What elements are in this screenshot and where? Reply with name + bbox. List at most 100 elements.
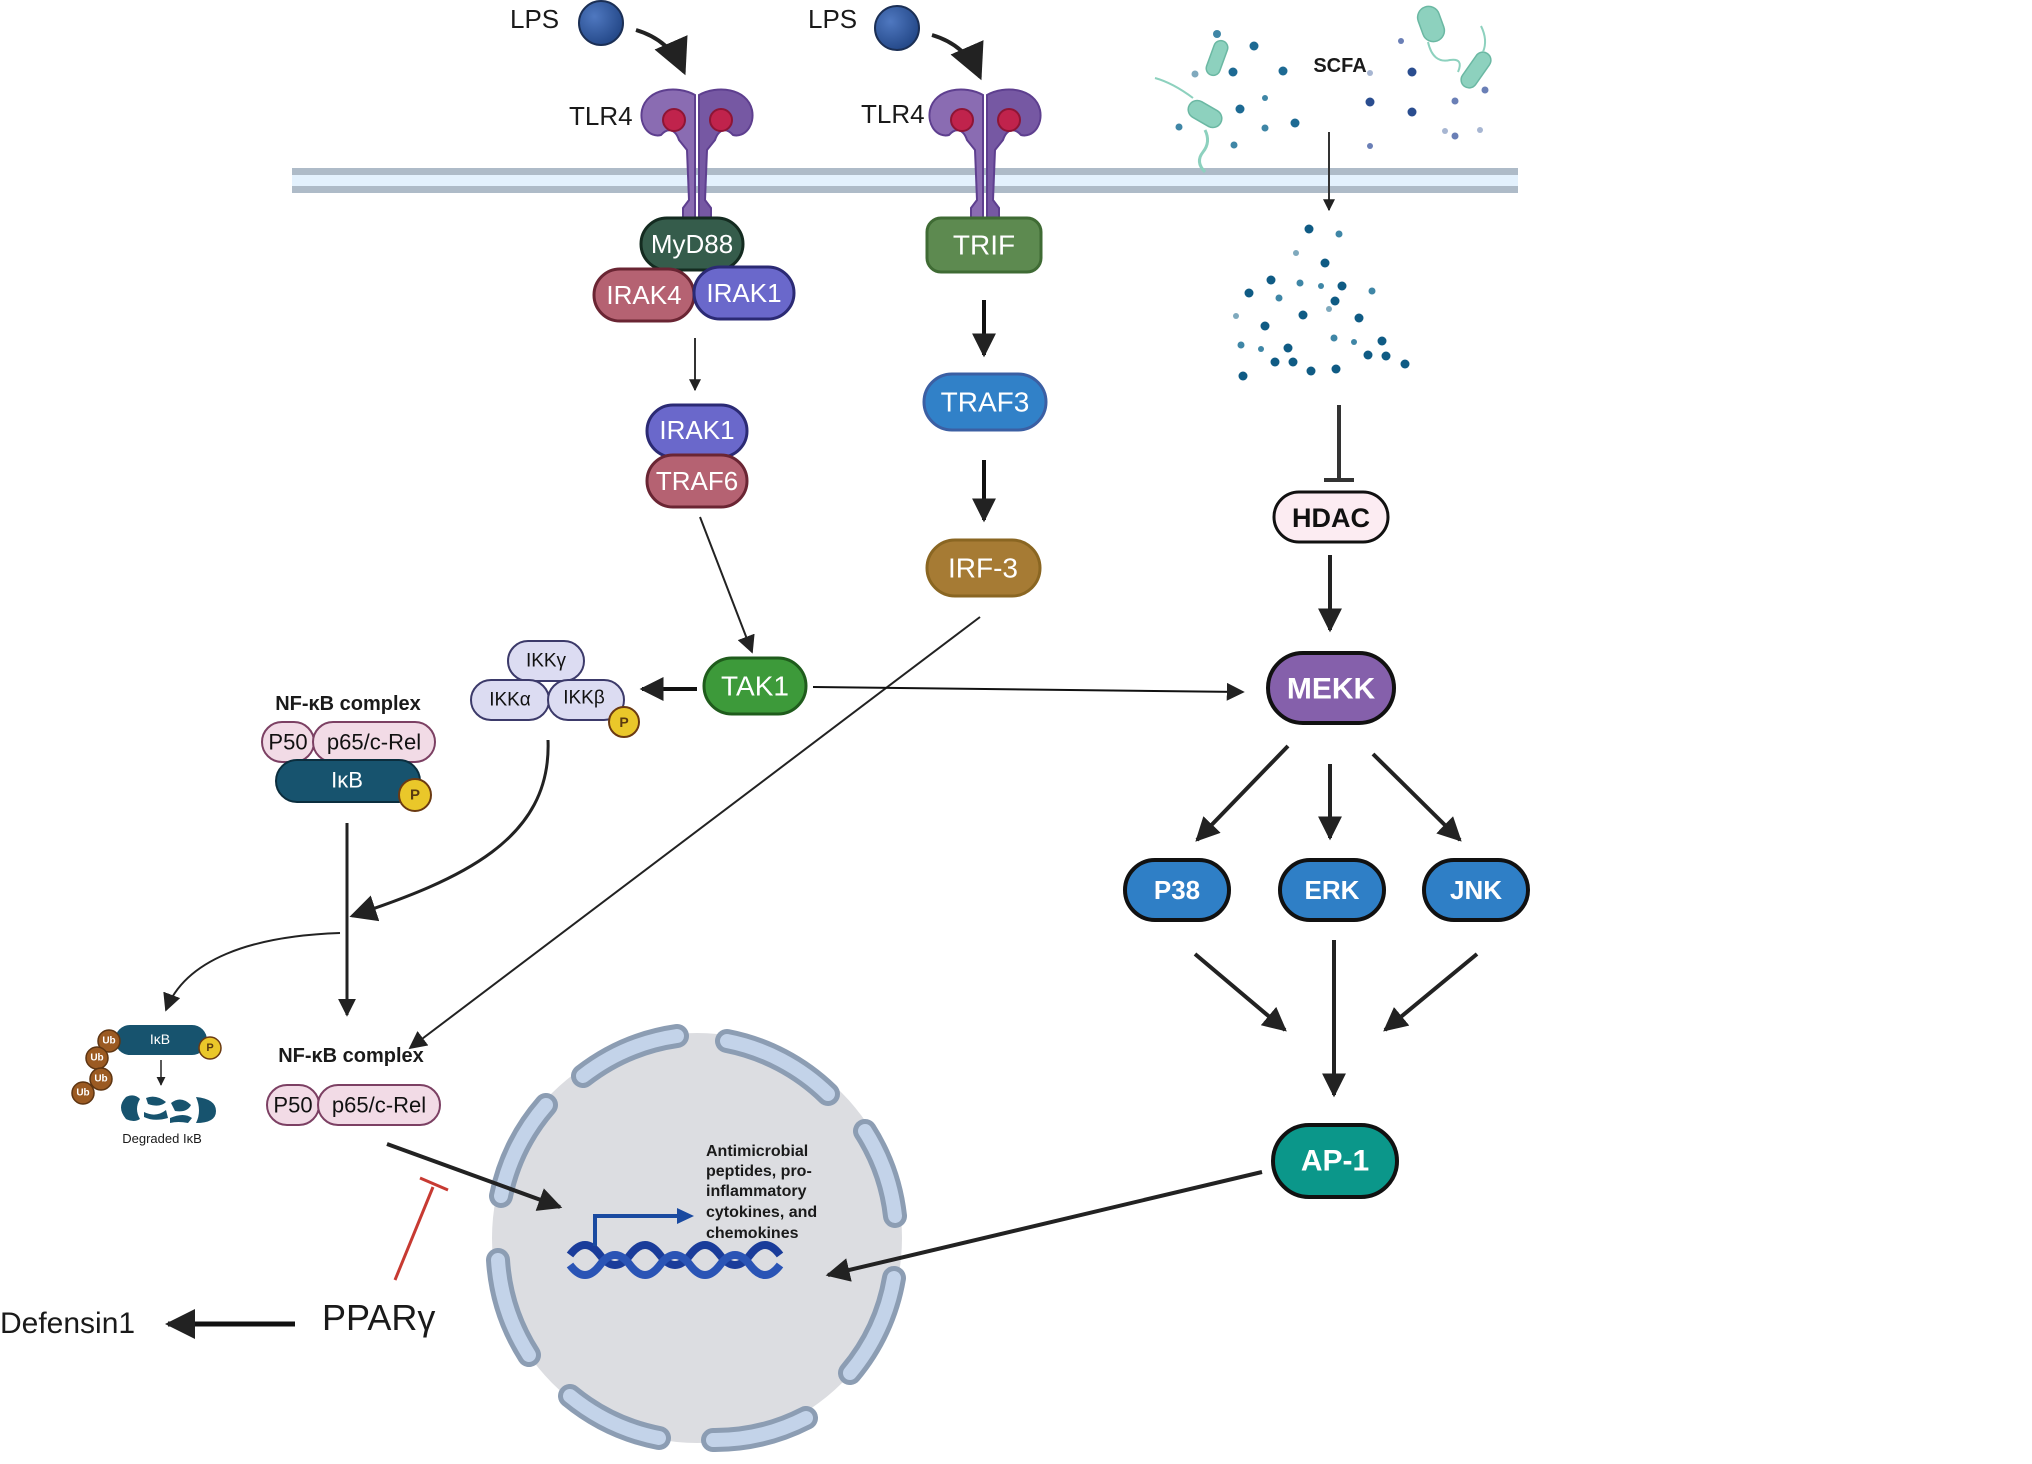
svg-text:chemokines: chemokines — [706, 1225, 799, 1242]
svg-text:IRF-3: IRF-3 — [948, 553, 1018, 584]
tlr4-receptor-icon — [640, 88, 754, 221]
svg-text:IRAK4: IRAK4 — [606, 280, 681, 310]
node-trif[interactable]: TRIF — [925, 216, 1043, 274]
svg-text:TRAF3: TRAF3 — [941, 387, 1030, 418]
svg-text:P50: P50 — [273, 1093, 312, 1118]
node-hdac[interactable]: HDAC — [1272, 490, 1390, 544]
node-p50-active[interactable]: P50 — [266, 1084, 320, 1126]
ikb-degradation: IκB P Ub Ub Ub Ub Degraded IκB — [71, 1025, 222, 1146]
tlr4-label-1: TLR4 — [569, 101, 633, 131]
node-jnk[interactable]: JNK — [1422, 858, 1530, 922]
pparg-label: PPARγ — [322, 1297, 435, 1338]
node-ikk-alpha[interactable]: IKKα — [470, 679, 550, 721]
lps-molecule-1: LPS — [510, 0, 688, 76]
arrow-ap1-nucleus — [825, 1170, 1263, 1282]
node-p50[interactable]: P50 — [261, 721, 315, 763]
phospho-icon: P — [398, 778, 432, 812]
svg-text:P: P — [410, 787, 420, 804]
svg-text:IκB: IκB — [150, 1031, 170, 1047]
arrow-ikk-nfkb — [349, 739, 550, 922]
lps-label-2: LPS — [808, 4, 857, 34]
node-ikb-ubiquitinated[interactable]: IκB — [115, 1025, 207, 1055]
svg-text:Ub: Ub — [102, 1036, 115, 1047]
lps-label-1: LPS — [510, 4, 559, 34]
svg-text:IRAK1: IRAK1 — [659, 415, 734, 445]
nfkb-complex-inactive: NF-κB complex P50 p65/c-Rel IκB P — [261, 693, 436, 812]
node-myd88[interactable]: MyD88 — [639, 216, 745, 272]
lps-molecule-2: LPS — [808, 4, 984, 81]
node-ikk-beta[interactable]: IKKβ — [547, 679, 625, 721]
node-irf3[interactable]: IRF-3 — [925, 538, 1042, 598]
svg-text:P: P — [619, 714, 628, 730]
phospho-icon: P — [608, 706, 640, 738]
svg-text:P50: P50 — [268, 730, 307, 755]
node-traf6[interactable]: TRAF6 — [645, 453, 749, 509]
pparg-inhibition — [393, 1176, 449, 1281]
svg-text:Ub: Ub — [76, 1088, 89, 1099]
node-irak1-complex[interactable]: IRAK1 — [692, 265, 796, 321]
node-erk[interactable]: ERK — [1278, 858, 1386, 922]
nfkb-complex-active: NF-κB complex P50 p65/c-Rel — [266, 1045, 441, 1126]
svg-text:Ub: Ub — [90, 1053, 103, 1064]
node-irak4[interactable]: IRAK4 — [592, 267, 696, 323]
scfa-label: SCFA — [1313, 55, 1366, 77]
svg-text:TRAF6: TRAF6 — [656, 466, 738, 496]
tlr4-receptor-1: TLR4 — [569, 88, 754, 221]
svg-text:P38: P38 — [1154, 875, 1200, 905]
svg-text:inflammatory: inflammatory — [706, 1183, 807, 1200]
arrow-mekk-jnk — [1371, 752, 1462, 842]
arrow-ikb-degradation — [163, 932, 341, 1012]
tlr4-label-2: TLR4 — [861, 99, 925, 129]
inhibit-bar-icon — [419, 1176, 449, 1192]
degraded-fragments-icon — [121, 1095, 216, 1123]
svg-text:peptides, pro-: peptides, pro- — [706, 1163, 812, 1180]
node-p65-active[interactable]: p65/c-Rel — [317, 1084, 441, 1126]
node-ikk-gamma[interactable]: IKKγ — [507, 640, 585, 682]
svg-text:JNK: JNK — [1450, 875, 1502, 905]
node-ikb[interactable]: IκB — [275, 759, 421, 803]
nuclear-envelope — [486, 1024, 907, 1453]
nucleus: Antimicrobial peptides, pro- inflammator… — [486, 1024, 907, 1453]
scfa-molecules-inside — [1233, 224, 1410, 381]
bacteria-icon — [1154, 5, 1492, 174]
transcription-arrowhead-icon — [677, 1208, 694, 1224]
tlr4-receptor-icon — [928, 88, 1042, 221]
svg-text:HDAC: HDAC — [1292, 503, 1370, 533]
degraded-ikb-label: Degraded IκB — [122, 1131, 202, 1146]
arrow-jnk-ap1 — [1383, 952, 1479, 1032]
target-genes-label: Antimicrobial peptides, pro- inflammator… — [706, 1143, 817, 1242]
dna-helix-icon — [566, 1241, 784, 1279]
node-p65[interactable]: p65/c-Rel — [312, 721, 436, 763]
inhibit-line-pparg — [393, 1186, 435, 1281]
node-traf3[interactable]: TRAF3 — [922, 372, 1048, 432]
node-p38[interactable]: P38 — [1123, 858, 1231, 922]
node-tak1[interactable]: TAK1 — [702, 656, 808, 716]
ubiquitin-chain-icon: Ub Ub Ub Ub — [71, 1029, 121, 1105]
svg-text:cytokines, and: cytokines, and — [706, 1204, 817, 1221]
nfkb-complex-label-1: NF-κB complex — [275, 693, 421, 715]
defensin-label: Defensin1 — [0, 1307, 135, 1340]
node-ap1[interactable]: AP-1 — [1271, 1123, 1399, 1199]
scfa-region: SCFA — [1154, 5, 1492, 482]
svg-text:TRIF: TRIF — [953, 230, 1015, 261]
phospho-icon: P — [198, 1036, 222, 1060]
svg-text:MEKK: MEKK — [1287, 673, 1376, 706]
node-irak1[interactable]: IRAK1 — [645, 403, 749, 459]
svg-text:IRAK1: IRAK1 — [706, 278, 781, 308]
arrow-nfkb-nucleus — [386, 1142, 563, 1211]
svg-text:TAK1: TAK1 — [721, 671, 789, 702]
svg-text:P: P — [206, 1042, 213, 1054]
arrow-lps-tlr4-2 — [931, 33, 984, 81]
node-mekk[interactable]: MEKK — [1266, 651, 1396, 725]
scfa-molecules-outside — [1175, 30, 1489, 149]
cell-membrane — [292, 168, 1518, 193]
arrow-mekk-p38 — [1195, 744, 1290, 842]
tlr4-receptor-2: TLR4 — [861, 88, 1042, 221]
svg-text:Ub: Ub — [94, 1074, 107, 1085]
svg-text:IκB: IκB — [331, 768, 363, 793]
arrow-lps-tlr4-1 — [635, 28, 688, 76]
lps-ball-icon — [874, 5, 920, 51]
lps-ball-icon — [578, 0, 624, 46]
svg-text:Antimicrobial: Antimicrobial — [706, 1143, 808, 1160]
nfkb-complex-label-2: NF-κB complex — [278, 1045, 424, 1067]
